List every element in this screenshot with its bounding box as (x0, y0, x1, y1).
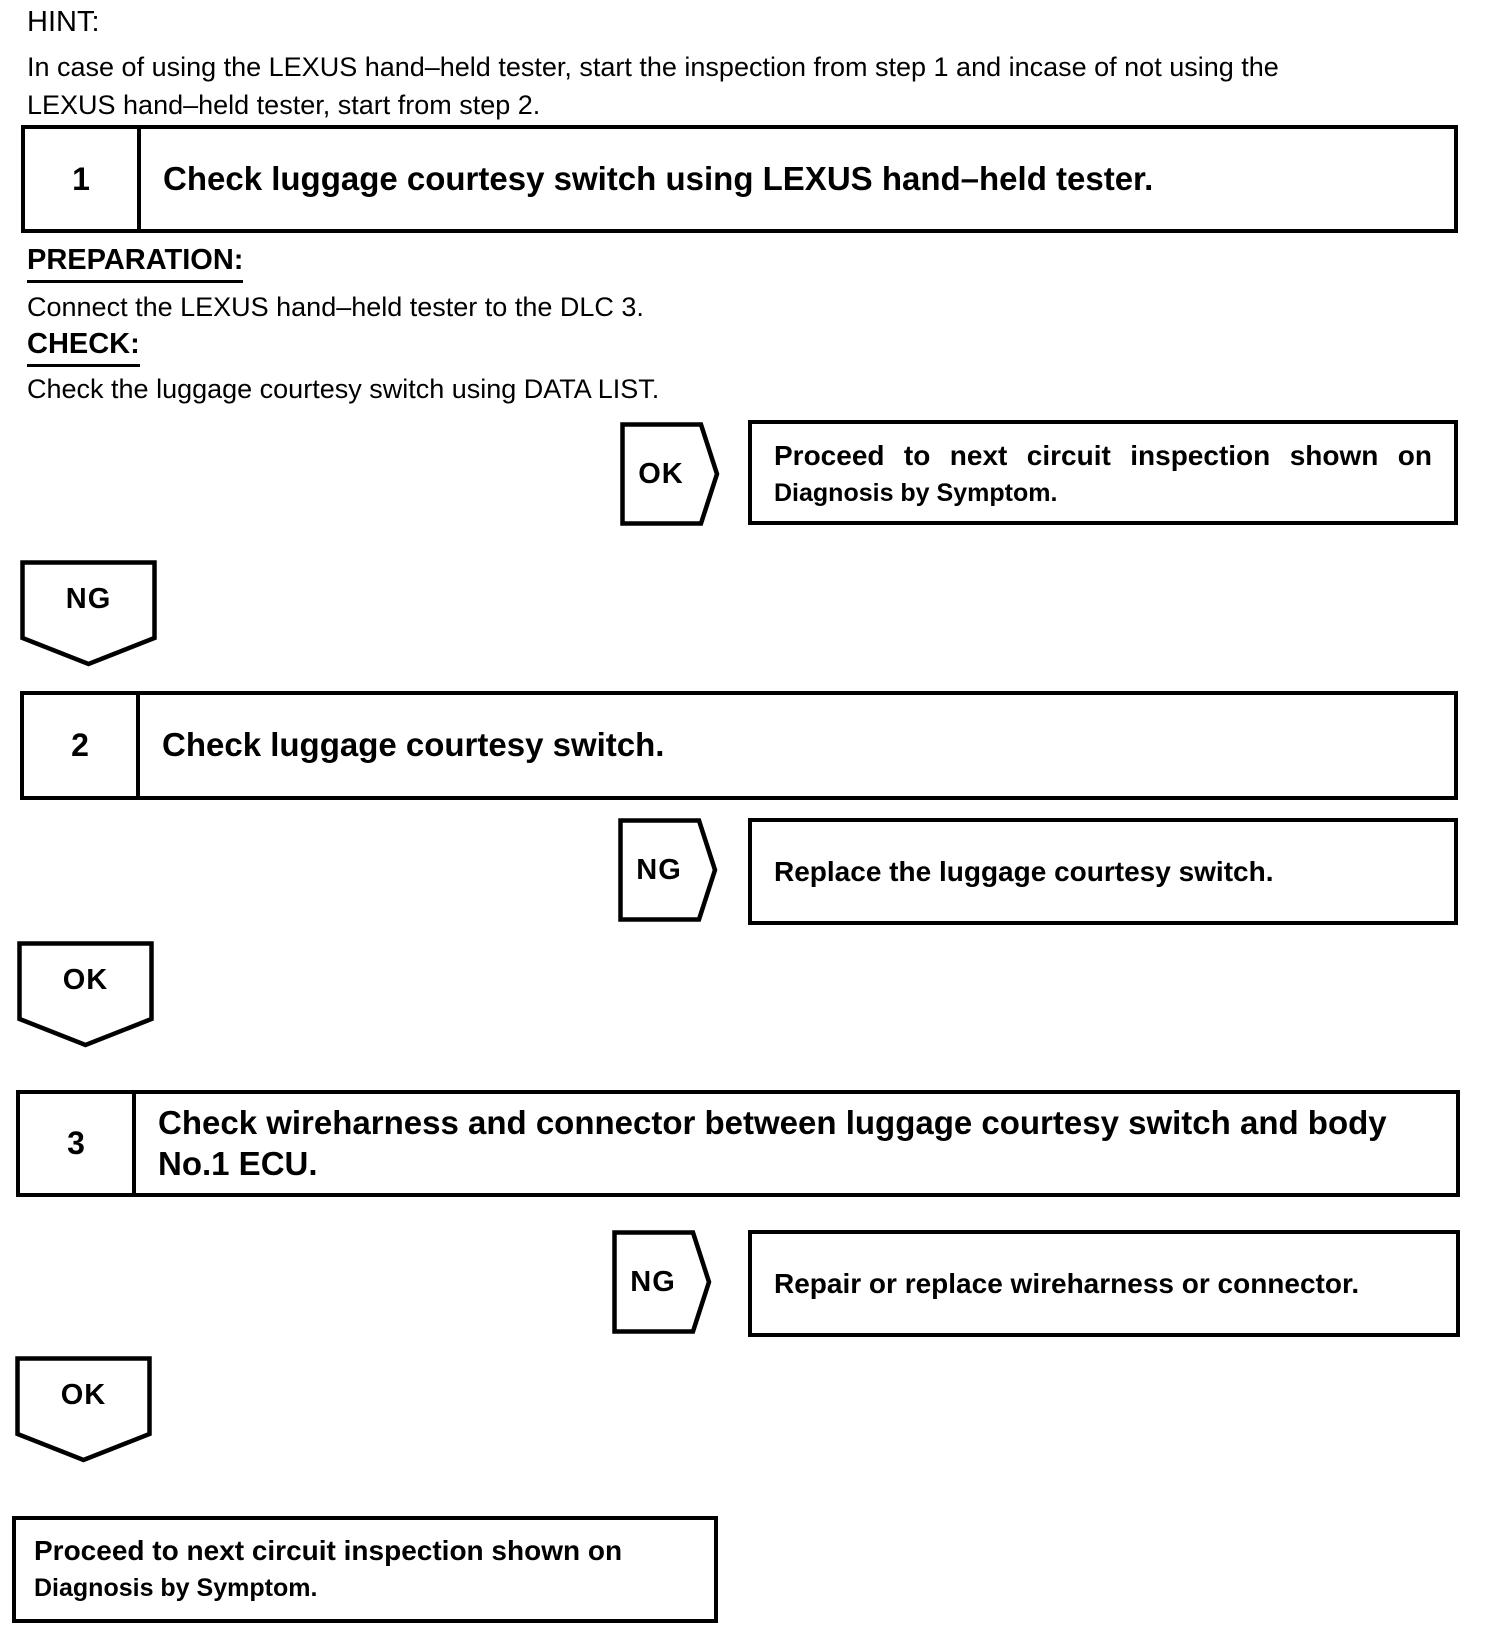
hint-text: In case of using the LEXUS hand–held tes… (27, 52, 1279, 120)
step-2-box: 2 Check luggage courtesy switch. (20, 691, 1458, 800)
step-title: Check luggage courtesy switch using LEXU… (163, 159, 1154, 197)
preparation-label: PREPARATION: (27, 244, 244, 283)
ng-label: NG (636, 853, 682, 886)
result-line-1: Repair or replace wireharness or connect… (774, 1267, 1360, 1299)
result-box-ng-3: Repair or replace wireharness or connect… (748, 1230, 1460, 1337)
step-3-box: 3 Check wireharness and connector betwee… (16, 1090, 1460, 1197)
ok-arrow-down-icon: OK (17, 941, 154, 1048)
ok-arrow-down-icon: OK (15, 1356, 152, 1463)
final-line-2: Diagnosis by Symptom. (34, 1573, 318, 1602)
hint-label: HINT: (27, 6, 100, 38)
step-title: Check wireharness and connector between … (158, 1104, 1387, 1182)
ng-arrow-down-icon: NG (20, 560, 157, 667)
result-box-ok-1: Proceed to next circuit inspection shown… (748, 420, 1458, 525)
step-number: 1 (25, 129, 141, 229)
check-label: CHECK: (27, 328, 140, 367)
ng-label: NG (65, 582, 112, 615)
result-line-1: Replace the luggage courtesy switch. (774, 855, 1274, 887)
final-result-box: Proceed to next circuit inspection shown… (12, 1516, 718, 1623)
ok-label: OK (60, 1378, 107, 1411)
step-1-box: 1 Check luggage courtesy switch using LE… (21, 125, 1458, 233)
ok-label: OK (638, 457, 684, 490)
ng-arrow-right-icon: NG (612, 1230, 712, 1334)
preparation-text: Connect the LEXUS hand–held tester to th… (27, 292, 644, 322)
ok-arrow-right-icon: OK (620, 422, 720, 526)
check-text: Check the luggage courtesy switch using … (27, 374, 660, 404)
result-box-ng-2: Replace the luggage courtesy switch. (748, 818, 1458, 925)
ok-label: OK (62, 963, 109, 996)
step-number: 2 (24, 695, 140, 796)
ng-arrow-right-icon: NG (618, 818, 718, 922)
step-title: Check luggage courtesy switch. (162, 726, 665, 764)
ng-label: NG (630, 1265, 676, 1298)
result-line-2: Diagnosis by Symptom. (774, 478, 1058, 507)
step-number: 3 (20, 1094, 136, 1193)
final-line-1: Proceed to next circuit inspection shown… (34, 1535, 623, 1566)
result-line-1: Proceed to next circuit inspection shown… (774, 440, 1432, 471)
